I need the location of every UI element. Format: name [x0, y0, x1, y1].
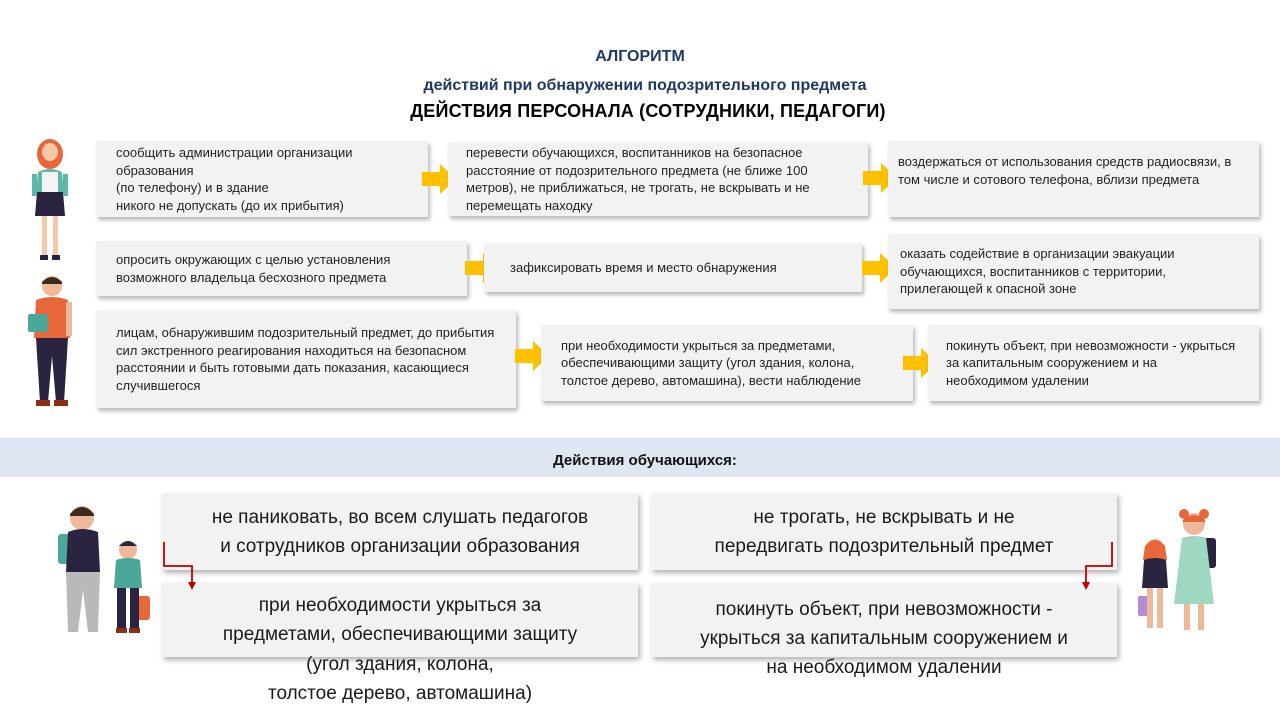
- teacher-man-illustration: [28, 276, 72, 406]
- staff-step-text: сообщить администрации организации образ…: [116, 145, 353, 213]
- staff-step-move-students: перевести обучающихся, воспитанников на …: [448, 142, 868, 216]
- staff-step-leave-building: покинуть объект, при невозможности - укр…: [928, 325, 1259, 401]
- student-action-take-cover: при необходимости укрыться за предметами…: [162, 583, 638, 657]
- staff-step-text: зафиксировать время и место обнаружения: [510, 259, 777, 275]
- teacher-woman-illustration: [32, 139, 68, 260]
- students-boys-illustration: [58, 506, 150, 633]
- staff-step-text: лицам, обнаружившим подозрительный предм…: [116, 325, 495, 393]
- student-action-no-panic: не паниковать, во всем слушать педагогов…: [162, 493, 638, 570]
- staff-step-ask-bystanders: опросить окружающих с целью установления…: [96, 241, 467, 296]
- algorithm-subtitle: действий при обнаружении подозрительного…: [423, 77, 867, 94]
- arrow-right-icon: [862, 253, 896, 283]
- staff-step-text: опросить окружающих с целью установления…: [116, 252, 391, 285]
- student-action-do-not-touch: не трогать, не вскрывать и не передвигат…: [651, 493, 1117, 570]
- staff-step-text: покинуть объект, при невозможности - укр…: [946, 337, 1236, 388]
- connector-arrow-icon: [1082, 542, 1113, 590]
- connector-arrow-icon: [163, 542, 196, 590]
- staff-step-text: при необходимости укрыться за предметами…: [561, 337, 862, 388]
- student-action-leave-building: покинуть объект, при невозможности - укр…: [651, 583, 1117, 678]
- staff-step-text: перевести обучающихся, воспитанников на …: [466, 145, 810, 213]
- students-section-band: [0, 438, 1280, 477]
- staff-step-text: воздержаться от использования средств ра…: [898, 154, 1232, 187]
- arrow-right-icon: [515, 341, 549, 371]
- staff-step-text: оказать содействие в организации эвакуац…: [900, 246, 1175, 297]
- algorithm-title: АЛГОРИТМ: [595, 48, 685, 65]
- students-section-title: Действия обучающихся:: [553, 452, 737, 469]
- staff-step-assist-evacuation: оказать содействие в организации эвакуац…: [888, 234, 1259, 309]
- staff-section-title: ДЕЙСТВИЯ ПЕРСОНАЛА (СОТРУДНИКИ, ПЕДАГОГИ…: [410, 101, 886, 121]
- arrow-right-icon: [422, 164, 456, 194]
- student-action-take-cover-examples: (угол здания, колона, толстое дерево, ав…: [267, 654, 533, 704]
- staff-step-record-time: зафиксировать время и место обнаружения: [484, 243, 862, 292]
- staff-step-no-radio: воздержаться от использования средств ра…: [888, 141, 1259, 217]
- staff-step-take-cover: при необходимости укрыться за предметами…: [541, 325, 913, 401]
- staff-step-stay-safe-distance: лицам, обнаружившим подозрительный предм…: [96, 310, 516, 408]
- staff-step-notify-administration: сообщить администрации организации образ…: [96, 141, 428, 217]
- students-girls-illustration: [1138, 509, 1216, 630]
